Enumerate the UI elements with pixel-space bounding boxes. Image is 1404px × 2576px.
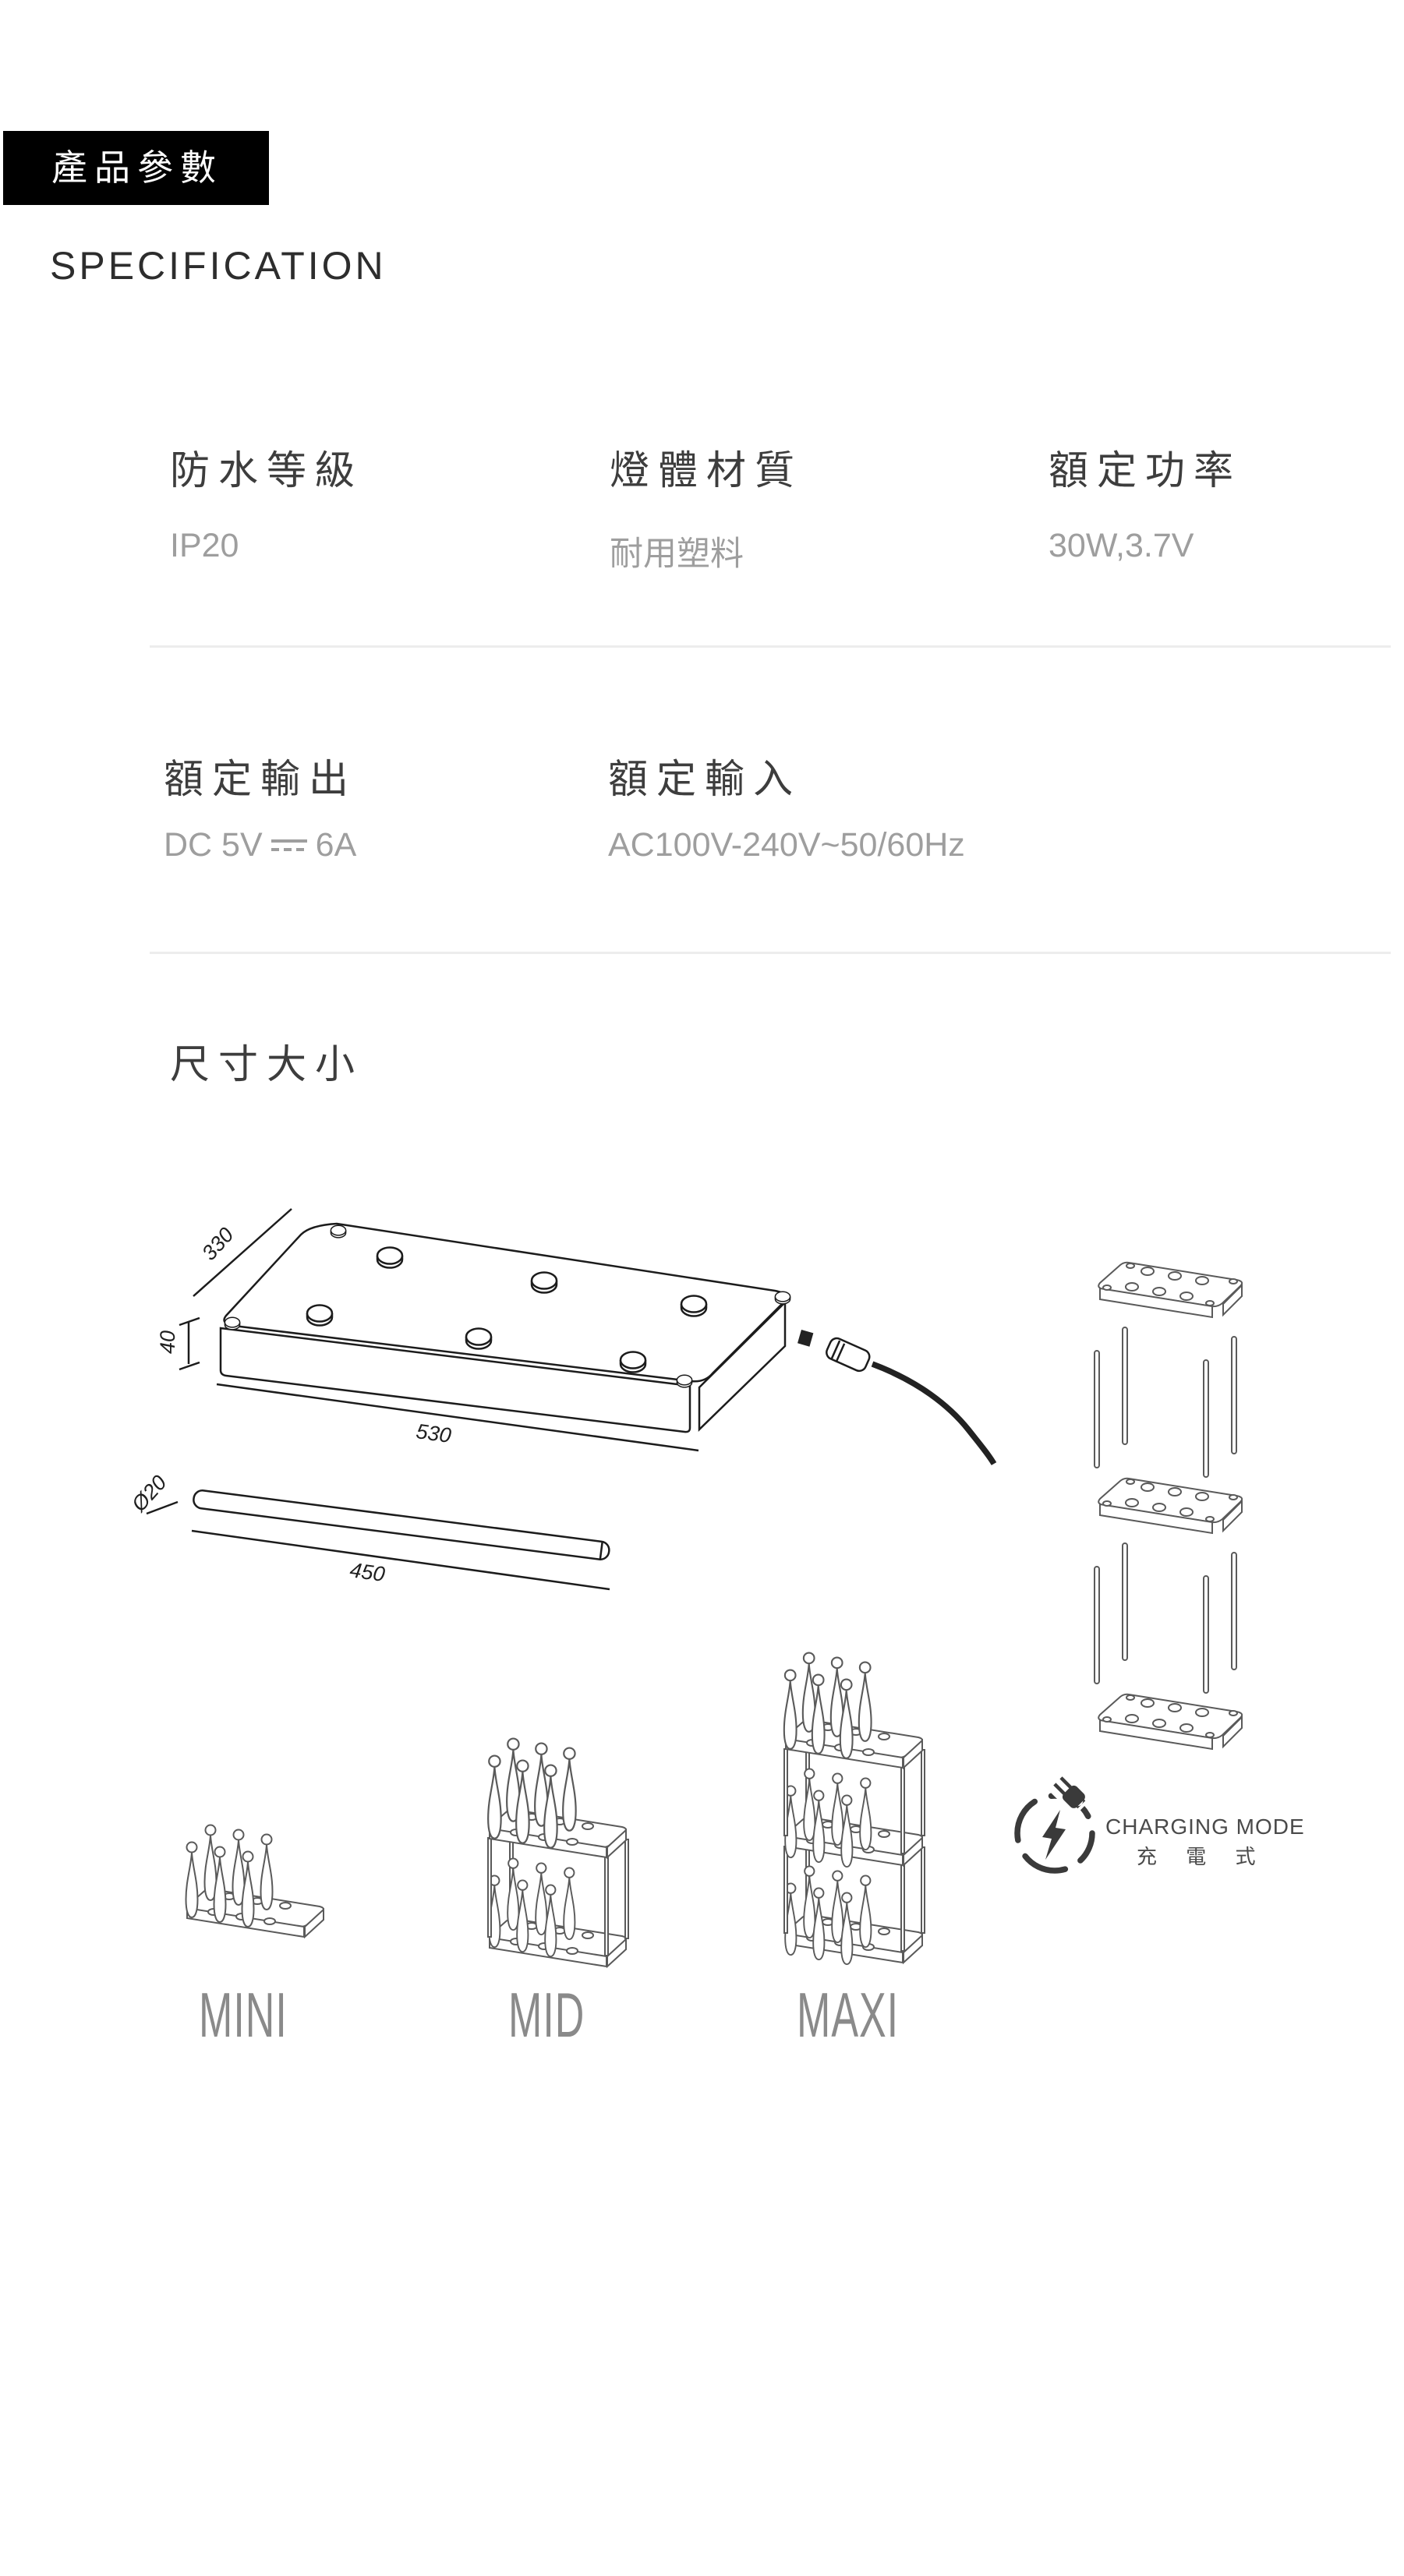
dimension-label-depth: 330 — [197, 1223, 238, 1265]
section-badge: 產品參數 — [3, 131, 269, 205]
variant-mid-diagram — [487, 1737, 629, 1967]
dimension-label-rod-length: 450 — [348, 1558, 387, 1586]
dimension-label-rod-diameter: Ø20 — [126, 1471, 171, 1517]
spec-label-material: 燈體材質 — [610, 448, 804, 493]
spec-value-power: 30W,3.7V — [1049, 527, 1194, 564]
tray-technical-drawing: 330 40 530 Ø20 450 — [126, 1208, 997, 1591]
dc-value-suffix: 6A — [315, 826, 357, 864]
dimension-label-length: 530 — [415, 1419, 453, 1447]
variant-mini-diagram — [185, 1824, 324, 1938]
variant-maxi-diagram — [783, 1652, 925, 1966]
variant-label-maxi: MAXI — [797, 1981, 900, 2051]
dimension-label-height: 40 — [156, 1330, 179, 1354]
plug-icon — [1046, 1769, 1094, 1817]
variant-label-mini: MINI — [199, 1981, 288, 2051]
section-title-dimensions: 尺寸大小 — [170, 1042, 364, 1087]
divider — [150, 645, 1391, 648]
spec-label-input: 額定輸入 — [608, 757, 802, 801]
spec-value-input: AC100V-240V~50/60Hz — [608, 826, 965, 864]
page-title: SPECIFICATION — [50, 244, 387, 288]
spec-value-output: DC 5V 6A — [164, 826, 356, 864]
power-socket — [797, 1330, 814, 1347]
spec-value-waterproof: IP20 — [170, 527, 239, 564]
charging-mode-title: CHARGING MODE — [1105, 1815, 1305, 1839]
spec-label-waterproof: 防水等級 — [170, 448, 364, 493]
divider — [150, 952, 1391, 954]
charging-mode-icon — [1014, 1769, 1095, 1874]
power-cable — [871, 1361, 997, 1465]
spec-label-output: 額定輸出 — [164, 757, 358, 801]
dc-value-prefix: DC 5V — [164, 826, 263, 864]
spec-label-power: 額定功率 — [1049, 448, 1243, 493]
dc-current-icon — [271, 839, 307, 851]
variant-label-mid: MID — [508, 1981, 585, 2051]
power-plug-barrel — [826, 1337, 871, 1373]
lightning-bolt-icon — [1042, 1810, 1066, 1860]
charging-mode-subtitle: 充 電 式 — [1137, 1845, 1268, 1868]
rod-drawing — [193, 1489, 610, 1560]
stack-assembly-diagram — [1094, 1261, 1243, 1750]
stack-rods — [1094, 1327, 1237, 1694]
spec-value-material: 耐用塑料 — [610, 535, 744, 573]
